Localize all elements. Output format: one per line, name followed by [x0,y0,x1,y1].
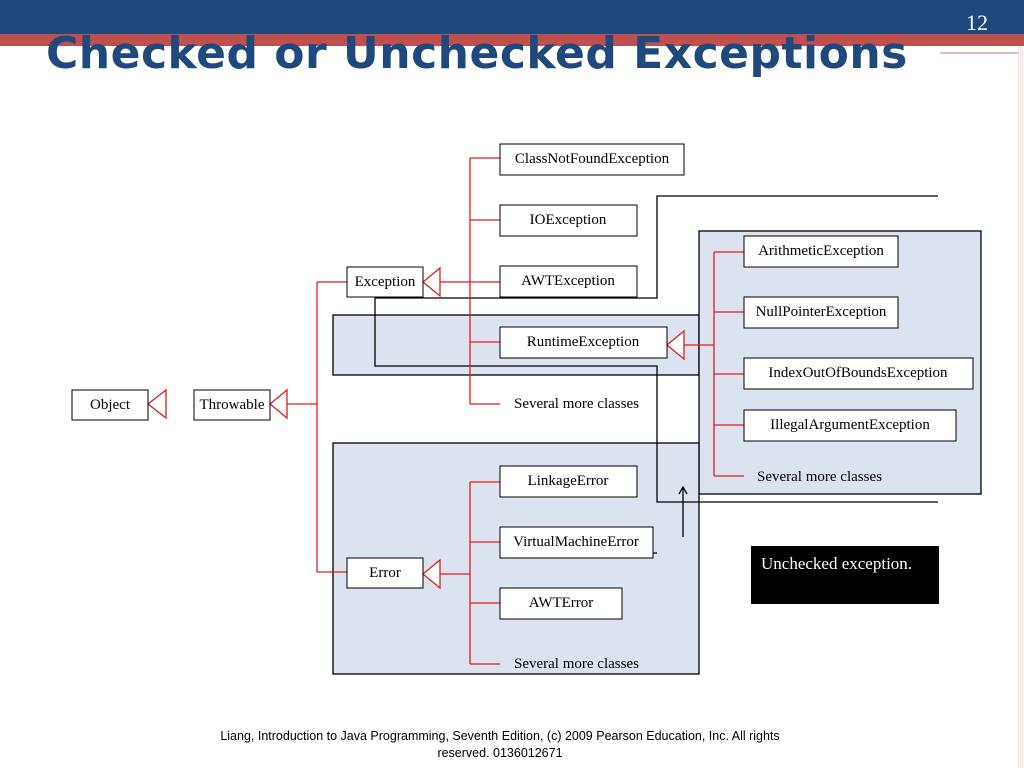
node-index-out-of-bounds-label: IndexOutOfBoundsException [768,365,948,381]
node-illegal-argument-label: IllegalArgumentException [770,417,930,433]
node-virtual-machine-label: VirtualMachineError [513,534,639,550]
node-exception-label: Exception [355,274,416,290]
slide-footer: Liang, Introduction to Java Programming,… [220,729,780,760]
accent-line [940,52,1024,54]
node-io-label: IOException [530,212,607,228]
node-class-not-found-label: ClassNotFoundException [515,151,670,167]
accent-bar [0,34,1024,46]
node-object-label: Object [90,397,131,413]
node-awt-error-label: AWTError [529,595,594,611]
node-exception: Exception [346,266,424,298]
node-index-out-of-bounds-exception: IndexOutOfBoundsException [743,357,974,390]
runtime-more-classes: Several more classes [757,469,882,485]
node-object: Object [71,389,149,421]
node-arithmetic-exception: ArithmeticException [743,235,899,268]
header-bar [0,0,1024,34]
node-linkage-label: LinkageError [528,473,609,489]
node-awt-error: AWTError [499,587,623,620]
page-number: 12 [966,10,988,35]
node-throwable-label: Throwable [200,397,265,413]
node-runtime-exception: RuntimeException [499,326,668,359]
node-error: Error [346,557,424,589]
slide-edge-decoration [1018,46,1024,768]
node-class-not-found-exception: ClassNotFoundException [499,143,685,176]
node-error-label: Error [369,565,401,581]
node-runtime-label: RuntimeException [527,334,640,350]
node-awt-exception: AWTException [499,265,638,298]
unchecked-bracket [374,195,938,503]
exception-more-classes: Several more classes [514,396,639,412]
node-null-pointer-exception: NullPointerException [743,296,899,329]
unchecked-exception-legend: Unchecked exception. [751,546,939,604]
node-arithmetic-label: ArithmeticException [758,243,884,259]
node-throwable: Throwable [193,389,271,421]
connector-lines [148,157,744,665]
node-virtual-machine-error: VirtualMachineError [499,526,654,559]
slide-title: Checked or Unchecked Exceptions [46,28,908,79]
error-more-classes: Several more classes [514,656,639,672]
node-awt-exception-label: AWTException [521,273,615,289]
node-illegal-argument-exception: IllegalArgumentException [743,409,957,442]
node-null-pointer-label: NullPointerException [756,304,887,320]
inheritance-arrowheads [146,266,685,590]
node-io-exception: IOException [499,204,638,237]
node-linkage-error: LinkageError [499,465,638,498]
